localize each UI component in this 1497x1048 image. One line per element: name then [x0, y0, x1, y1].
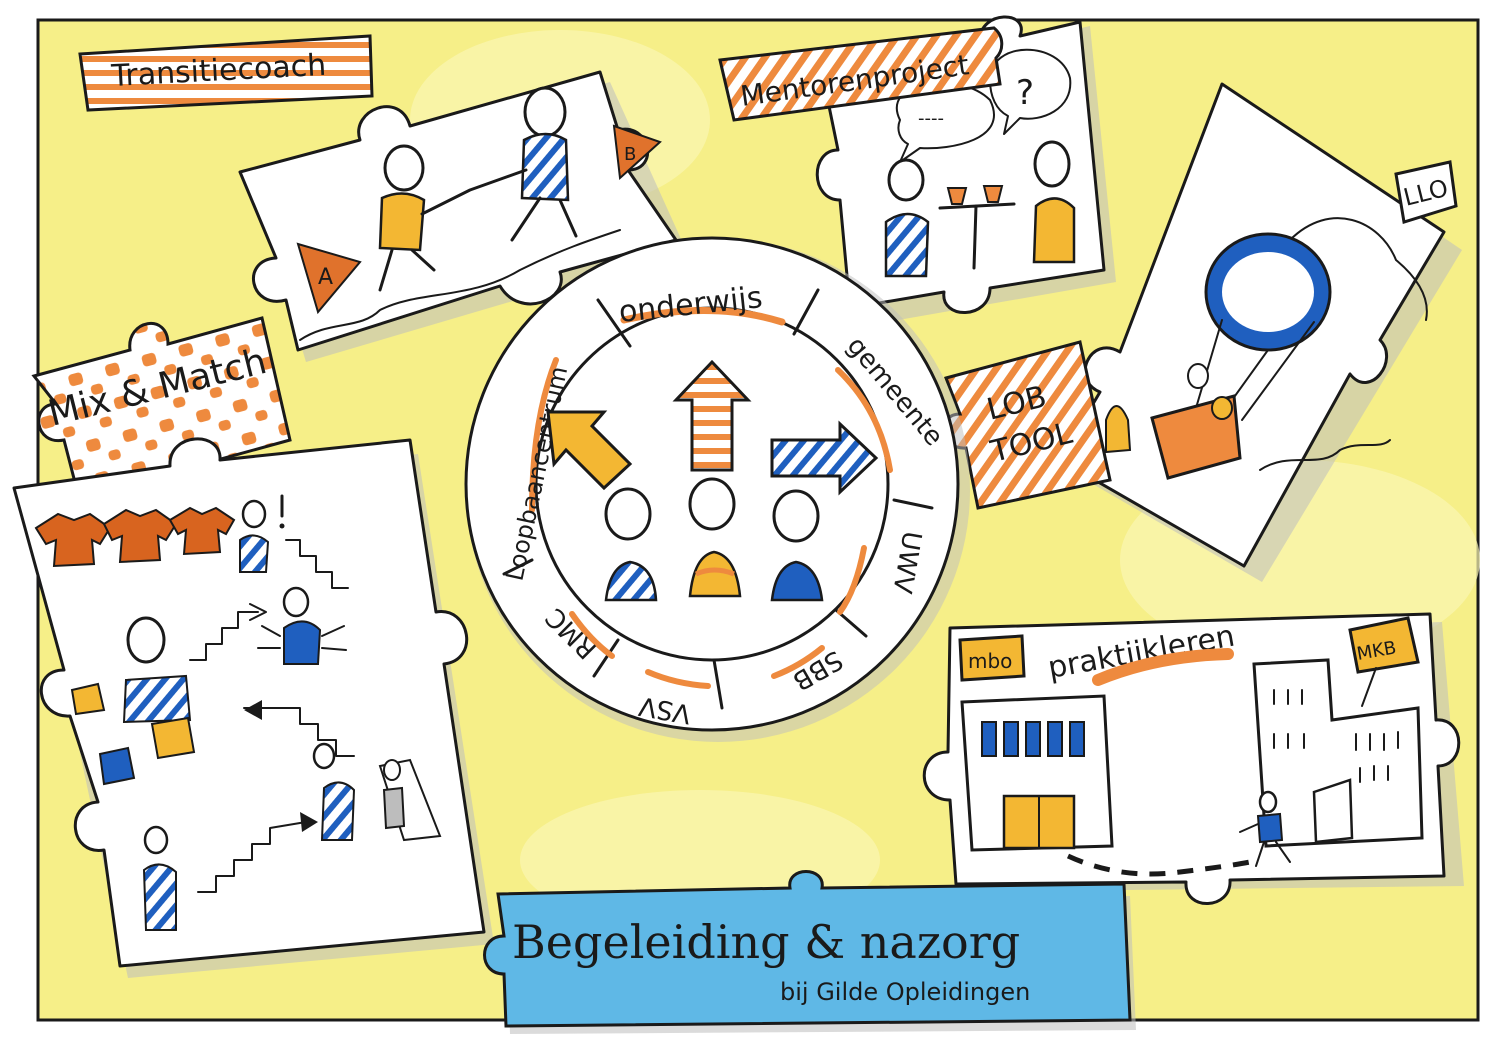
llo-piece [1058, 82, 1462, 582]
puzzle-student-figure [70, 616, 196, 786]
transitiecoach-banner: Transitiecoach [78, 34, 374, 112]
praktijkleren-piece: mbo MKB praktijkleren [922, 612, 1464, 905]
shirts-row-icon [34, 506, 236, 568]
wheel-figure-center [688, 477, 742, 598]
transitiecoach-piece: A B [238, 70, 686, 362]
company-building-icon [1252, 658, 1424, 848]
llo-banner: LLO [1394, 160, 1458, 224]
student-exclaim-figure [239, 494, 349, 589]
speech-dots: ---- [918, 108, 944, 129]
mbo-label: mbo [968, 649, 1012, 673]
svg-text:A: A [318, 265, 333, 290]
flag-b: B [612, 124, 662, 181]
climbing-student-figures [312, 742, 442, 842]
student-figure-walking [378, 144, 528, 292]
arrow-diagonal-icon [546, 410, 633, 491]
school-building-icon [960, 694, 1114, 852]
footer-subtitle: bij Gilde Opleidingen [780, 978, 1030, 1006]
table-icon [938, 185, 1016, 270]
mkb-sign: MKB [1348, 616, 1420, 707]
career-path-piece [12, 437, 494, 978]
arrow-right-icon [770, 420, 879, 496]
lob-tool-piece: LOB TOOL [942, 340, 1132, 510]
stakeholder-wheel: onderwijs gemeente Loopbaancentrum UWV S… [464, 236, 970, 742]
wheel-figure-left [604, 487, 658, 602]
stairs-arrow-right [142, 812, 318, 931]
mbo-sign: mbo [958, 634, 1026, 682]
speech-question: ? [1016, 73, 1034, 113]
footer-banner: Begeleiding & nazorg bij Gilde Opleiding… [483, 870, 1136, 1034]
mentee-figure [884, 158, 930, 278]
svg-text:B: B [624, 144, 636, 165]
wheel-figure-right [770, 489, 824, 602]
spider-student-figure [189, 586, 347, 665]
mentor-figure [1032, 140, 1076, 264]
footer-title: Begeleiding & nazorg [512, 915, 1020, 969]
hot-air-balloon-icon [1150, 232, 1332, 480]
flag-a: A [296, 242, 362, 315]
stairs-arrow-left [243, 700, 355, 757]
arrow-up-icon [672, 359, 752, 472]
coach-figure [510, 86, 578, 242]
walking-student-figure [1239, 790, 1291, 867]
